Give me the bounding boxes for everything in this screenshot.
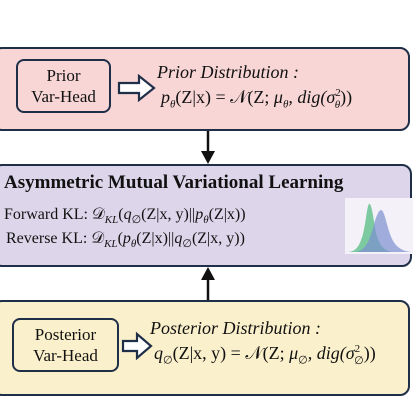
prior-head-line1: Prior xyxy=(46,66,81,85)
prior-formula-normal: 𝒩 xyxy=(230,87,248,107)
posterior-formula-mu: μ xyxy=(289,343,299,363)
reverse-kl-p: p xyxy=(122,230,131,247)
posterior-formula-lhs: q xyxy=(154,343,163,363)
reverse-kl-label: Reverse KL: xyxy=(6,230,92,247)
forward-kl-open: ( xyxy=(118,206,124,223)
blue-distribution-curve xyxy=(355,210,411,252)
prior-formula-mu: μ xyxy=(273,87,283,107)
forward-kl-q-arg: (Z|x, y)|| xyxy=(141,206,196,223)
up-arrow-connector xyxy=(201,267,215,300)
posterior-panel xyxy=(0,300,410,396)
reverse-kl-d: 𝒟 xyxy=(91,230,105,247)
forward-kl-p: p xyxy=(195,206,204,223)
reverse-kl-p-sub: θ xyxy=(130,238,137,251)
forward-kl-q-sub: ∅ xyxy=(131,214,142,227)
green-distribution-curve xyxy=(347,203,393,252)
prior-formula-mu-sub: θ xyxy=(282,98,289,111)
reverse-kl-q: q xyxy=(174,230,183,247)
hollow-right-arrow-icon xyxy=(117,73,156,103)
forward-kl-p-arg: (Z|x)) xyxy=(208,206,246,223)
posterior-formula-lhs-sub: ∅ xyxy=(163,354,173,367)
reverse-kl-q-sub: ∅ xyxy=(182,238,192,251)
reverse-kl-d-sub: KL xyxy=(104,238,118,251)
down-arrow-connector xyxy=(201,131,215,164)
posterior-formula-mu-sub: ∅ xyxy=(298,354,308,367)
posterior-head-line2: Var-Head xyxy=(33,346,98,365)
posterior-var-head-box: Posterior Var-Head xyxy=(12,318,119,372)
hollow-right-arrow-icon xyxy=(121,331,153,361)
reverse-kl-q-arg: (Z|x, y)) xyxy=(191,230,245,247)
reverse-kl-line: Reverse KL: 𝒟KL(pθ(Z|x)||q∅(Z|x, y)) xyxy=(6,230,245,250)
prior-formula-lhs-sub: θ xyxy=(170,98,176,111)
posterior-formula: q∅(Z|x, y) = 𝒩(Z; μ∅, dig(σ2∅)) xyxy=(154,343,376,367)
prior-distribution-title: Prior Distribution : xyxy=(157,62,300,82)
prior-formula-sigma-sub: θ xyxy=(334,98,341,111)
prior-formula-lhs-arg: (Z|x) = xyxy=(175,87,231,107)
posterior-formula-close: )) xyxy=(363,343,376,363)
posterior-head-line1: Posterior xyxy=(34,325,97,344)
forward-kl-d-sub: KL xyxy=(104,214,119,227)
prior-head-line2: Var-Head xyxy=(31,87,96,106)
forward-kl-p-sub: θ xyxy=(203,214,209,227)
posterior-formula-lhs-arg: (Z|x, y) = xyxy=(172,343,246,363)
amvl-panel xyxy=(0,164,412,267)
distribution-curves-icon xyxy=(345,198,413,254)
posterior-formula-sigma: (σ xyxy=(339,343,355,363)
posterior-formula-sigma-sup: 2 xyxy=(354,343,361,355)
prior-formula-dig: , dig xyxy=(288,87,321,107)
prior-formula-sigma: (σ xyxy=(320,87,336,107)
prior-formula: pθ(Z|x) = 𝒩(Z; μθ, dig(σ2θ)) xyxy=(161,87,352,111)
posterior-formula-sigma-sub: ∅ xyxy=(354,354,364,367)
prior-formula-close: )) xyxy=(340,87,353,107)
posterior-formula-dig: , dig xyxy=(307,343,340,363)
forward-kl-label: Forward KL: xyxy=(4,206,92,223)
prior-formula-lhs: p xyxy=(161,87,170,107)
prior-formula-sigma-sup: 2 xyxy=(335,87,341,99)
amvl-title: Asymmetric Mutual Variational Learning xyxy=(4,172,344,193)
posterior-formula-normal: 𝒩 xyxy=(245,343,263,363)
forward-kl-line: Forward KL: 𝒟KL(q∅(Z|x, y)||pθ(Z|x)) xyxy=(4,206,246,226)
posterior-distribution-title: Posterior Distribution : xyxy=(150,318,322,338)
forward-kl-d: 𝒟 xyxy=(91,206,105,223)
prior-panel xyxy=(0,47,410,131)
prior-formula-open: (Z; xyxy=(247,87,274,107)
posterior-formula-open: (Z; xyxy=(262,343,290,363)
reverse-kl-open: ( xyxy=(117,230,123,247)
reverse-kl-p-arg: (Z|x)|| xyxy=(136,230,175,247)
prior-var-head-box: Prior Var-Head xyxy=(16,59,111,113)
forward-kl-q: q xyxy=(123,206,132,223)
